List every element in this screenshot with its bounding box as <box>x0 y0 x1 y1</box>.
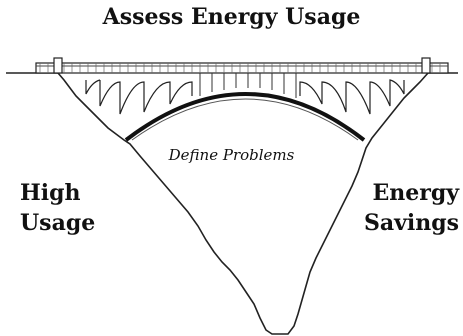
main-arch-inner <box>131 98 359 141</box>
canyon-outline <box>57 72 429 335</box>
left-label-line-1: High <box>20 180 81 206</box>
bridge-deck <box>35 62 449 74</box>
main-arch <box>124 92 366 142</box>
right-label-line-2: Savings <box>363 210 459 236</box>
left-label: High Usage <box>20 178 95 238</box>
left-label-line-2: Usage <box>20 210 96 236</box>
right-approach-arches <box>299 79 405 115</box>
left-tower <box>53 57 63 74</box>
left-approach-arches <box>85 79 193 115</box>
right-label: Energy Savings <box>364 178 459 238</box>
diagram-title: Assess Energy Usage <box>102 4 361 30</box>
right-label-line-1: Energy <box>372 180 459 206</box>
gap-label: Define Problems <box>168 146 295 164</box>
deck-railing <box>39 63 441 73</box>
spandrel-columns <box>199 73 297 98</box>
right-tower <box>421 57 431 74</box>
